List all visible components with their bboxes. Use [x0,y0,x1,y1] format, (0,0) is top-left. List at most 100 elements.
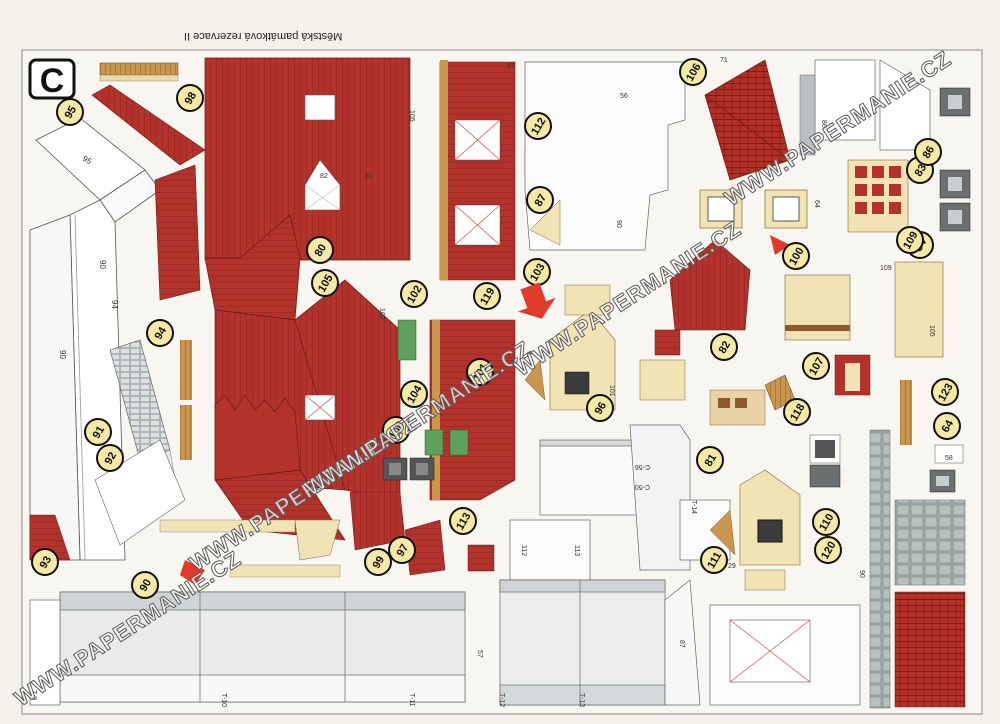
part-badge-label: 80 [313,242,330,259]
svg-text:29: 29 [728,563,736,570]
part-badge-113: 113 [449,507,477,535]
red-tile-sheet [894,591,966,708]
svg-text:81: 81 [365,173,373,180]
svg-text:71: 71 [720,57,728,64]
part-badge-label: 96 [593,400,610,417]
part-badge-label: 95 [63,104,80,121]
part-badge-101: 101 [466,358,494,386]
svg-text:90: 90 [98,260,107,269]
part-badge-82: 82 [710,333,738,361]
part-badge-91: 91 [84,418,112,446]
bottom-long-wall [29,591,466,706]
svg-text:105: 105 [928,325,935,337]
part-badge-label: 92 [103,450,120,467]
part-badge-104: 104 [400,380,428,408]
part-badge-label: 81 [703,452,720,469]
svg-text:90: 90 [615,220,622,228]
part-badge-118: 118 [783,398,811,426]
part-badge-label: 97 [395,542,412,559]
part-badge-98: 98 [176,84,204,112]
svg-text:T-10: T-10 [220,693,227,707]
sheet-title: Městská památková rezervace II [184,30,343,42]
paving-strip [869,429,891,709]
svg-text:T-11: T-11 [408,693,415,707]
part-badge-81: 81 [696,446,724,474]
part-badge-label: 86 [921,144,938,161]
part-badge-99: 99 [364,548,392,576]
part-badge-111: 111 [700,546,728,574]
svg-text:109: 109 [880,265,892,272]
svg-text:82: 82 [320,173,328,180]
part-badge-label: 82 [717,339,734,356]
part-94-roof [154,164,201,301]
part-badge-106: 106 [679,58,707,86]
svg-text:T-8: T-8 [30,690,37,700]
part-badge-86: 86 [914,138,942,166]
part-badge-95: 95 [56,98,84,126]
part-badge-103: 103 [523,258,551,286]
svg-text:86: 86 [820,120,827,128]
part-80-main-roof [204,57,411,541]
svg-text:58: 58 [945,455,953,462]
svg-text:64: 64 [813,200,820,208]
svg-text:T-12: T-12 [498,693,505,707]
svg-text:56: 56 [620,93,628,100]
part-badge-100: 100 [782,242,810,270]
part-96-facade [739,469,801,566]
svg-text:101: 101 [608,385,615,397]
svg-text:113: 113 [573,545,580,556]
part-badge-label: 98 [183,90,200,107]
part-56-net [524,61,686,251]
part-badge-97: 97 [388,536,416,564]
part-badge-110: 110 [812,508,840,536]
svg-text:87: 87 [678,640,685,648]
part-badge-label: 83 [913,162,930,179]
part-badge-label: 91 [91,424,108,441]
svg-text:T-14: T-14 [690,500,697,514]
watermark-5: WWW.PAPERMANIE.CZ [719,45,956,211]
svg-text:C-50: C-50 [635,483,650,490]
part-badge-108: 108 [382,416,410,444]
part-95-net [29,117,161,561]
section-letter-badge: C [28,58,76,100]
part-badge-label: 99 [371,554,388,571]
part-93-roof [29,514,71,561]
svg-text:57: 57 [476,650,483,658]
part-badge-109: 109 [896,226,924,254]
part-badge-87: 87 [526,186,554,214]
svg-text:94: 94 [110,300,119,309]
bottom-center-walls [499,579,701,706]
part-badge-64: 64 [933,412,961,440]
part-badge-label: 90 [138,577,155,594]
part-badge-112: 112 [524,112,552,140]
part-badge-80: 80 [306,236,334,264]
part-badge-label: 93 [38,554,55,571]
svg-text:105: 105 [408,110,415,122]
watermark-3: WWW.PAPERMANIE.CZ [299,335,536,501]
part-badge-102: 102 [400,280,428,308]
watermark-4: WWW.PAPERMANIE.CZ [509,215,746,381]
part-badge-90: 90 [131,571,159,599]
svg-text:90: 90 [58,350,67,359]
part-number-badges: 95 98 94 91 92 93 90 80 105 102 119 104 108 97 99 113 10… [31,58,961,599]
part-badge-120: 120 [814,536,842,564]
part-badge-93: 93 [31,548,59,576]
svg-text:57: 57 [507,63,515,70]
svg-text:90: 90 [858,570,865,578]
part-badge-107: 107 [802,352,830,380]
part-badge-label: 87 [533,192,550,209]
svg-text:C-56: C-56 [635,463,650,470]
svg-text:T-13: T-13 [578,693,585,707]
svg-text:102: 102 [378,308,385,320]
part-badge-94: 94 [146,319,174,347]
part-badge-96: 96 [586,394,614,422]
watermark-1: WWW.PAPERMANIE.CZ [9,545,246,711]
part-badge-123: 123 [931,378,959,406]
small-window-parts [939,87,971,232]
part-82-roof [669,239,751,331]
part-badge-92: 92 [96,444,124,472]
part-badge-105: 105 [311,269,339,297]
svg-text:112: 112 [520,545,527,556]
part-badge-119: 119 [473,282,501,310]
